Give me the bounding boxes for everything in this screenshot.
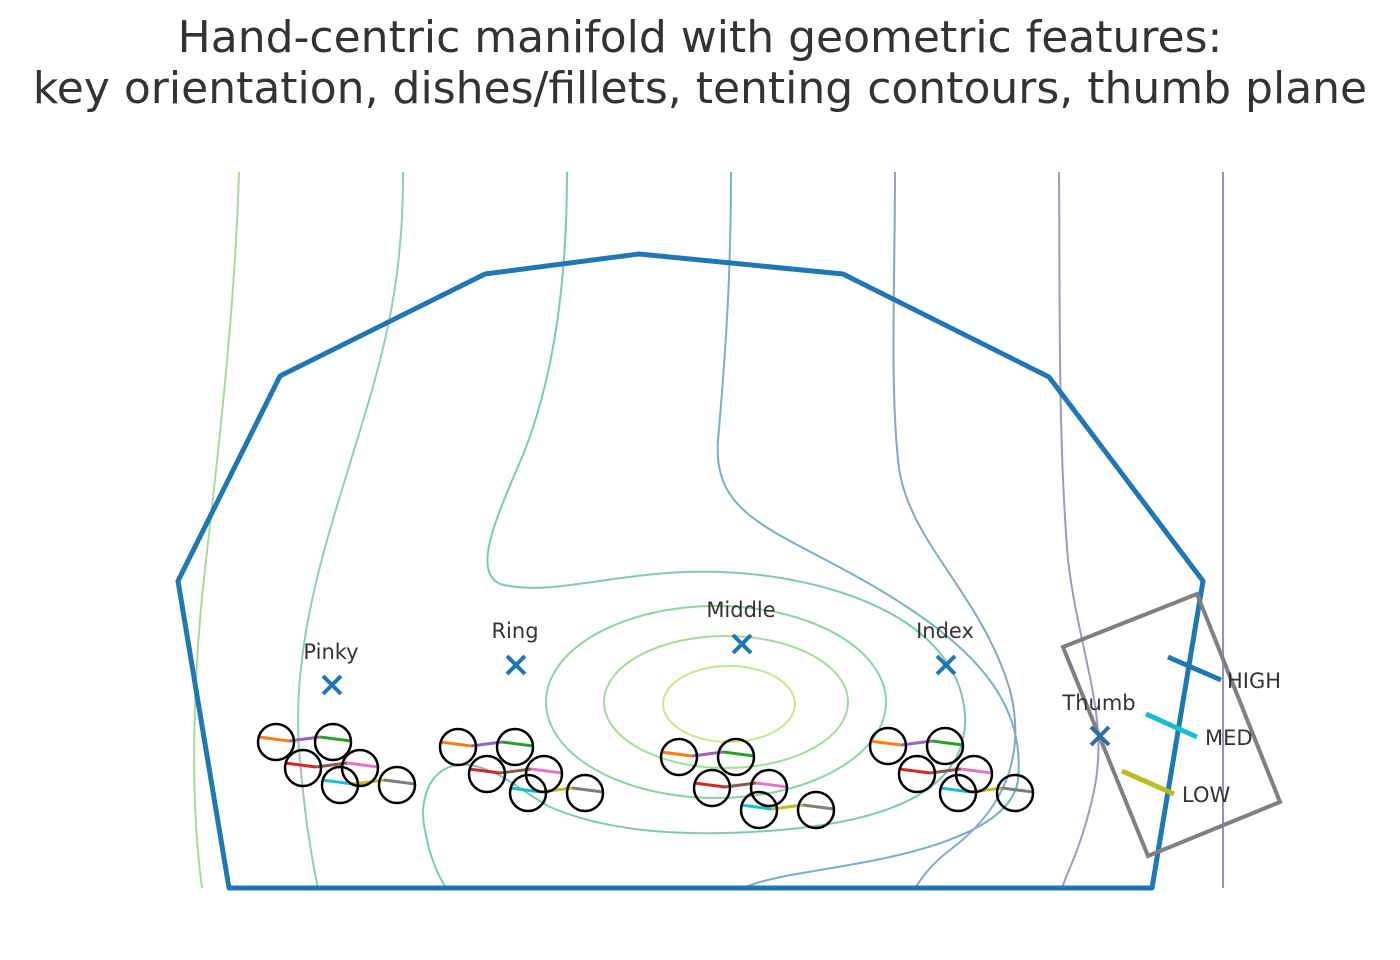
tenting-med-mark: [1144, 711, 1199, 740]
finger-label-index: Index: [916, 619, 974, 643]
keycap-dish: [659, 737, 699, 777]
key-orientation-tick: [468, 767, 501, 775]
finger-label-ring: Ring: [491, 619, 538, 643]
finger-label-thumb: Thumb: [1061, 691, 1135, 715]
contour-line: [193, 171, 240, 889]
key-orientation-tick: [722, 750, 755, 758]
key-orientation-tick: [383, 778, 416, 786]
contour-ring: [662, 665, 796, 743]
thumb-plane: [1060, 591, 1283, 859]
keycap-dish: [495, 727, 535, 767]
finger-marker-index: [935, 654, 957, 676]
key-orientation-tick: [693, 781, 726, 789]
manifold-outline: [175, 251, 1206, 891]
title-line-1: Hand-centric manifold with geometric fea…: [177, 12, 1223, 63]
keycap-dish: [256, 722, 296, 762]
keycap-dish: [283, 748, 323, 788]
finger-label-middle: Middle: [706, 598, 775, 622]
title-line-2: key orientation, dishes/fillets, tenting…: [32, 63, 1368, 114]
tenting-high-mark: [1167, 654, 1222, 683]
key-orientation-tick: [284, 761, 317, 769]
finger-labels: Pinky Ring Middle Index Thumb: [303, 598, 1135, 715]
keycap-dish: [377, 765, 417, 805]
key-orientation-tick: [346, 761, 379, 769]
tenting-low-label: LOW: [1182, 783, 1230, 807]
tenting-legend: HIGH MED LOW: [1120, 654, 1281, 807]
keycap-dish: [749, 768, 789, 808]
key-orientation-tick: [740, 803, 773, 811]
keycap-group: [256, 722, 1035, 830]
key-orientation-tick: [501, 740, 534, 748]
key-orientation-tick: [869, 739, 902, 747]
keycap-dish: [692, 768, 732, 808]
keycap-dish: [508, 773, 548, 813]
key-orientation-tick: [802, 803, 835, 811]
contour-ring: [603, 635, 849, 769]
contour-line: [892, 171, 1017, 889]
key-orientation-tick: [660, 750, 693, 758]
key-orientation-tick: [931, 739, 964, 747]
key-orientation-tick: [439, 740, 472, 748]
tenting-high-label: HIGH: [1227, 669, 1281, 693]
finger-marker-thumb: [1089, 725, 1111, 747]
keycap-dish: [739, 790, 779, 830]
keycap-dish: [995, 773, 1035, 813]
keycap-dish: [925, 726, 965, 766]
finger-marker-ring: [505, 654, 527, 676]
tenting-contours: [193, 171, 1224, 889]
keycap-dish: [897, 754, 937, 794]
key-orientation-tick: [571, 786, 604, 794]
keycap-dish: [938, 773, 978, 813]
finger-marker-middle: [731, 633, 753, 655]
key-orientation-tick: [755, 781, 788, 789]
key-orientation-tick: [321, 778, 354, 786]
tenting-med-label: MED: [1205, 726, 1253, 750]
keycap-dish: [796, 790, 836, 830]
key-orientation-tick: [319, 735, 352, 743]
keycap-dish: [467, 754, 507, 794]
chart-title: Hand-centric manifold with geometric fea…: [0, 12, 1400, 114]
finger-label-pinky: Pinky: [303, 640, 358, 664]
contour-line: [716, 171, 1020, 889]
key-orientation-tick: [960, 767, 993, 775]
keycap-dish: [320, 765, 360, 805]
contour-ring: [545, 605, 887, 799]
tenting-low-mark: [1120, 768, 1176, 797]
keycap-dish: [716, 737, 756, 777]
keycap-dish: [313, 722, 353, 762]
contour-line: [1058, 171, 1100, 889]
finger-marker-pinky: [321, 674, 343, 696]
keycap-dish: [565, 773, 605, 813]
keycap-dish: [438, 727, 478, 767]
finger-markers: [321, 633, 1111, 747]
keycap-dish: [868, 726, 908, 766]
key-orientation-tick: [1001, 786, 1034, 794]
key-orientation-tick: [257, 735, 290, 743]
key-orientation-tick: [898, 767, 931, 775]
key-orientation-tick: [530, 767, 563, 775]
